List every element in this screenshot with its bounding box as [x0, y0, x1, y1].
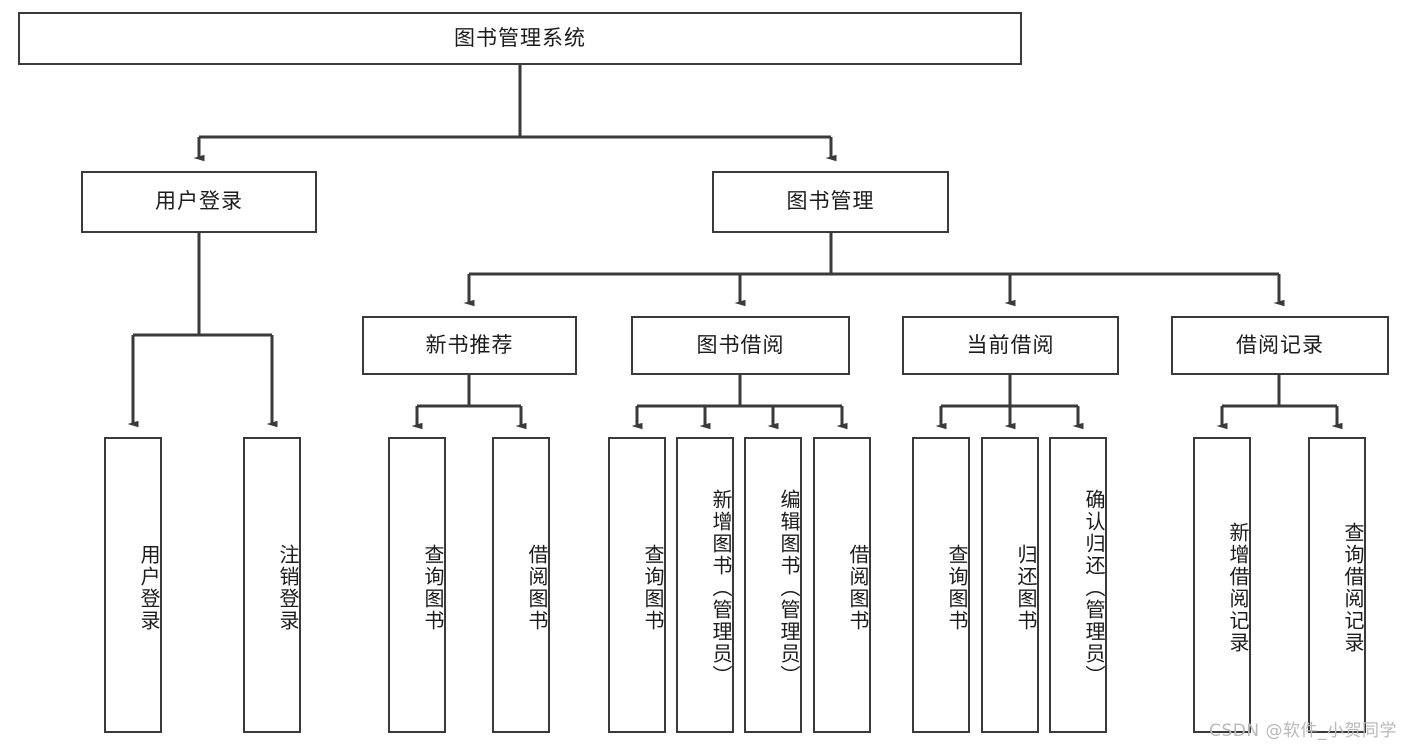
node-label: 新增图书（管理员）	[709, 489, 733, 687]
leaf-edit-book-admin[interactable]: 编辑图书（管理员）	[744, 437, 802, 733]
node-book-borrow[interactable]: 图书借阅	[631, 316, 850, 375]
node-label: 归还图书	[1014, 544, 1038, 632]
node-current-borrow[interactable]: 当前借阅	[902, 316, 1119, 375]
node-borrow-records[interactable]: 借阅记录	[1171, 316, 1389, 375]
leaf-borrow-book-recommend[interactable]: 借阅图书	[492, 437, 550, 733]
leaf-return-book[interactable]: 归还图书	[981, 437, 1039, 733]
node-label: 注销登录	[276, 544, 300, 632]
node-label: 用户登录	[155, 189, 243, 214]
node-label: 编辑图书（管理员）	[777, 489, 801, 687]
node-label: 借阅记录	[1236, 332, 1324, 357]
leaf-query-book-borrow[interactable]: 查询图书	[608, 437, 666, 733]
node-label: 新书推荐	[425, 332, 514, 357]
node-label: 当前借阅	[966, 332, 1055, 357]
node-label: 借阅图书	[846, 544, 870, 632]
node-label: 新增借阅记录	[1226, 522, 1250, 654]
node-new-book-recommend[interactable]: 新书推荐	[362, 316, 577, 375]
leaf-add-borrow-record[interactable]: 新增借阅记录	[1193, 437, 1251, 733]
leaf-query-book-recommend[interactable]: 查询图书	[388, 437, 446, 733]
leaf-confirm-return-admin[interactable]: 确认归还（管理员）	[1049, 437, 1107, 733]
node-root-system[interactable]: 图书管理系统	[18, 12, 1022, 65]
leaf-query-borrow-record[interactable]: 查询借阅记录	[1308, 437, 1366, 733]
leaf-add-book-admin[interactable]: 新增图书（管理员）	[676, 437, 734, 733]
leaf-user-login[interactable]: 用户登录	[104, 437, 162, 733]
node-user-login[interactable]: 用户登录	[81, 171, 317, 233]
node-label: 图书借阅	[696, 332, 785, 357]
node-label: 借阅图书	[525, 544, 549, 632]
node-label: 图书管理	[786, 189, 875, 214]
node-label: 查询图书	[641, 544, 665, 632]
node-label: 查询图书	[945, 544, 969, 632]
node-label: 用户登录	[137, 544, 161, 632]
node-label: 查询图书	[421, 544, 445, 632]
node-label: 确认归还（管理员）	[1082, 489, 1106, 687]
node-label: 图书管理系统	[454, 25, 586, 50]
node-label: 查询借阅记录	[1341, 522, 1365, 654]
node-book-management[interactable]: 图书管理	[712, 171, 949, 233]
leaf-logout-login[interactable]: 注销登录	[243, 437, 301, 733]
leaf-query-book-current[interactable]: 查询图书	[912, 437, 970, 733]
watermark-text: CSDN @软件_小贺同学	[1209, 721, 1397, 741]
leaf-borrow-book[interactable]: 借阅图书	[813, 437, 871, 733]
